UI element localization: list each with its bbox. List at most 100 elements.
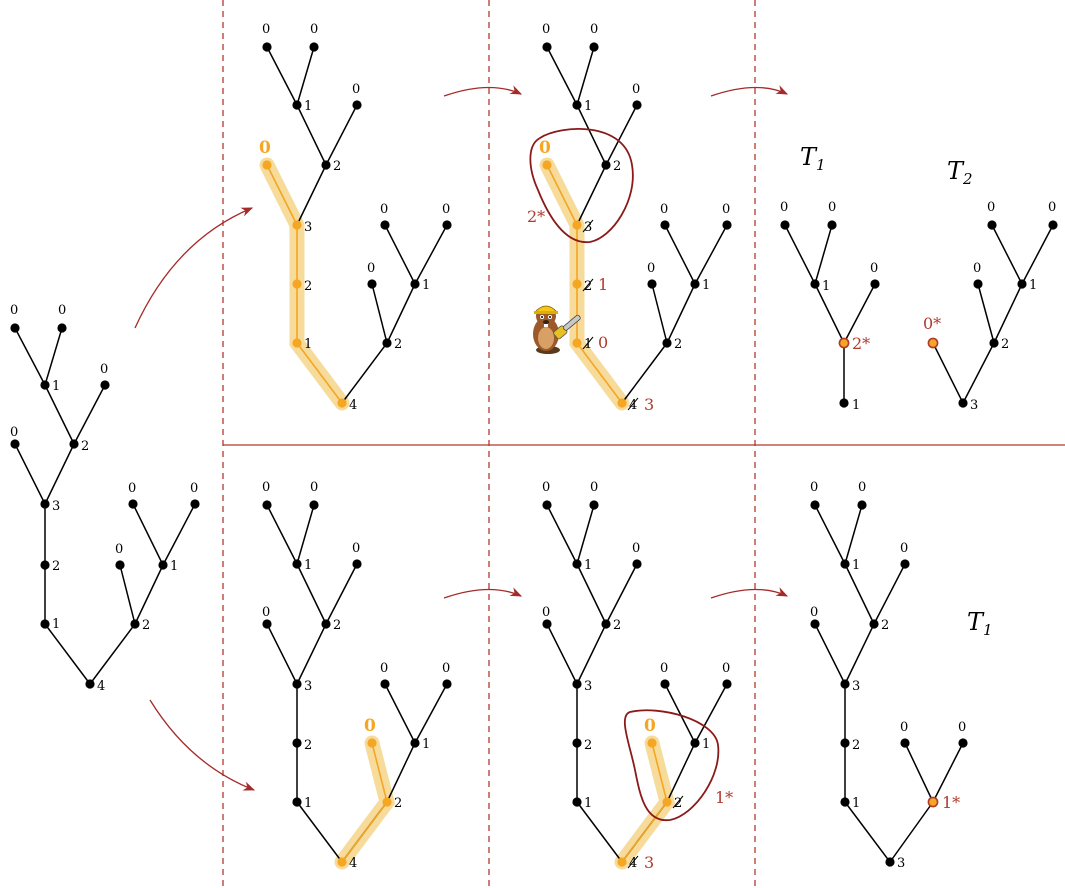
svg-text:2: 2 — [81, 439, 89, 454]
beaver-chainsaw-icon — [533, 305, 581, 354]
svg-text:2*: 2* — [852, 334, 870, 353]
panel-separators — [222, 0, 1065, 888]
svg-text:3: 3 — [584, 679, 592, 694]
svg-text:1: 1 — [1029, 278, 1037, 293]
svg-text:0: 0 — [632, 82, 640, 97]
svg-text:0: 0 — [1048, 200, 1056, 215]
svg-text:0: 0 — [310, 480, 318, 495]
svg-text:1: 1 — [304, 337, 312, 352]
cut-label-bottom: 1* — [715, 788, 733, 807]
svg-text:0*: 0* — [923, 314, 941, 333]
svg-text:0: 0 — [722, 661, 730, 676]
svg-text:4: 4 — [97, 679, 105, 694]
svg-text:2: 2 — [674, 796, 682, 811]
svg-text:4: 4 — [629, 856, 637, 871]
svg-text:3: 3 — [644, 395, 654, 414]
svg-text:0: 0 — [722, 202, 730, 217]
svg-text:0: 0 — [542, 22, 550, 37]
svg-text:0: 0 — [100, 362, 108, 377]
svg-text:1: 1 — [584, 796, 592, 811]
svg-text:2: 2 — [142, 618, 150, 633]
svg-text:2: 2 — [1001, 337, 1009, 352]
svg-text:0: 0 — [58, 303, 66, 318]
svg-text:2: 2 — [394, 337, 402, 352]
svg-text:0: 0 — [590, 480, 598, 495]
svg-text:0: 0 — [310, 22, 318, 37]
svg-text:1: 1 — [52, 617, 60, 632]
svg-text:1: 1 — [304, 99, 312, 114]
flow-arrows — [134, 85, 789, 791]
svg-text:1: 1 — [584, 99, 592, 114]
svg-text:0: 0 — [10, 303, 18, 318]
svg-text:3: 3 — [644, 853, 654, 872]
svg-text:1*: 1* — [942, 793, 960, 812]
svg-text:1: 1 — [702, 278, 710, 293]
svg-text:0: 0 — [858, 480, 866, 495]
svg-text:0: 0 — [660, 661, 668, 676]
svg-text:2: 2 — [613, 618, 621, 633]
svg-text:0: 0 — [973, 261, 981, 276]
svg-text:2: 2 — [394, 796, 402, 811]
svg-text:1: 1 — [852, 796, 860, 811]
svg-text:1: 1 — [52, 379, 60, 394]
svg-text:3: 3 — [584, 220, 592, 235]
svg-text:0: 0 — [632, 541, 640, 556]
svg-text:0: 0 — [364, 716, 376, 736]
svg-text:0: 0 — [352, 541, 360, 556]
svg-text:0: 0 — [262, 605, 270, 620]
svg-text:0: 0 — [870, 261, 878, 276]
svg-text:2: 2 — [613, 159, 621, 174]
svg-text:3: 3 — [897, 856, 905, 871]
svg-text:0: 0 — [262, 22, 270, 37]
svg-text:0: 0 — [987, 200, 995, 215]
svg-text:1: 1 — [852, 398, 860, 413]
svg-text:0: 0 — [352, 82, 360, 97]
svg-text:3: 3 — [970, 398, 978, 413]
svg-text:1: 1 — [422, 278, 430, 293]
svg-text:1: 1 — [702, 737, 710, 752]
svg-text:0: 0 — [442, 661, 450, 676]
svg-text:0: 0 — [442, 202, 450, 217]
svg-text:0: 0 — [259, 138, 271, 158]
svg-text:1: 1 — [304, 796, 312, 811]
t2-label: T2 — [947, 157, 973, 188]
svg-text:3: 3 — [52, 499, 60, 514]
svg-text:0: 0 — [647, 261, 655, 276]
svg-text:4: 4 — [629, 398, 637, 413]
svg-text:0: 0 — [590, 22, 598, 37]
svg-text:0: 0 — [367, 261, 375, 276]
svg-text:0: 0 — [900, 541, 908, 556]
svg-text:2: 2 — [52, 559, 60, 574]
svg-text:1: 1 — [304, 558, 312, 573]
svg-text:0: 0 — [115, 542, 123, 557]
svg-text:2: 2 — [881, 618, 889, 633]
svg-text:1: 1 — [852, 558, 860, 573]
svg-text:0: 0 — [542, 605, 550, 620]
svg-text:3: 3 — [304, 220, 312, 235]
svg-text:2: 2 — [674, 337, 682, 352]
svg-text:0: 0 — [598, 333, 608, 352]
svg-text:0: 0 — [810, 605, 818, 620]
svg-text:2: 2 — [304, 279, 312, 294]
svg-text:0: 0 — [262, 480, 270, 495]
svg-text:0: 0 — [190, 481, 198, 496]
svg-text:2: 2 — [304, 738, 312, 753]
svg-text:1: 1 — [822, 279, 830, 294]
svg-text:4: 4 — [349, 398, 357, 413]
svg-text:1: 1 — [422, 737, 430, 752]
svg-text:1: 1 — [598, 275, 608, 294]
svg-text:3: 3 — [852, 679, 860, 694]
svg-text:1: 1 — [584, 337, 592, 352]
svg-text:0: 0 — [780, 200, 788, 215]
svg-text:0: 0 — [958, 720, 966, 735]
svg-text:0: 0 — [644, 716, 656, 736]
svg-text:2: 2 — [852, 738, 860, 753]
